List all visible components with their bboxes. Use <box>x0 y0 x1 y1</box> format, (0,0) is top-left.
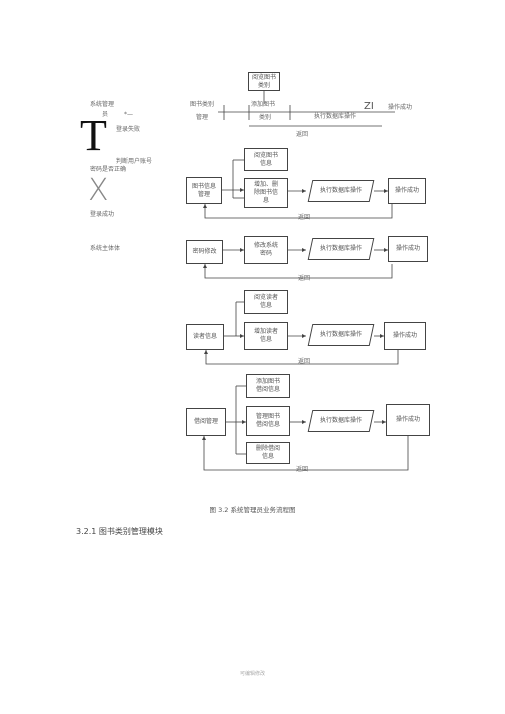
borrow-left-text: 借阅管理 <box>193 418 218 425</box>
sys-main-label: 系统主体体 <box>90 245 121 252</box>
pwd-exec-db-parallelogram: 执行数据库操作 <box>307 238 375 260</box>
query-category-line2: 类别 <box>257 81 270 89</box>
password-modify-box: 密码修改 <box>186 240 223 264</box>
book-back-label: 返回 <box>298 214 311 221</box>
login-ok-label: 登录成功 <box>90 211 115 218</box>
page-footer: 可编辑修改 <box>239 671 265 677</box>
borrow-exec-line2: 库操作 <box>344 417 363 424</box>
back-label-top: 返回 <box>296 131 309 138</box>
book-success-text: 操作成功 <box>394 187 419 194</box>
borrow-success-box: 操作成功 <box>386 404 430 436</box>
query-category-box: 阅览图书类别 <box>248 72 280 91</box>
pwd-success-text: 操作成功 <box>395 245 420 252</box>
large-letter-x: X <box>88 173 109 208</box>
book-success-box: 操作成功 <box>388 178 426 204</box>
borrow-mgmt-box: 借阅管理 <box>186 408 226 436</box>
modify-sys-pwd-box: 修改系统密码 <box>244 236 288 264</box>
add-reader-line1: 增加读者 <box>253 328 278 335</box>
reader-exec-line2: 库操作 <box>344 331 363 338</box>
figure-caption: 图 3.2 系统管理员业务流程图 <box>209 506 296 514</box>
add-reader-box: 增加读者信息 <box>244 322 288 350</box>
pwd-modify-line1: 修改系统 <box>253 242 278 249</box>
book-info-mgmt-box: 图书信息管理 <box>186 177 222 204</box>
borrow-exec-line1: 执行数据 <box>319 417 344 424</box>
book-info-line1: 图书信息 <box>191 182 216 190</box>
query-reader-box: 阅览读者信息 <box>244 290 288 314</box>
borrow-success-text: 操作成功 <box>395 416 420 423</box>
manage-borrow-box: 管理图书借阅信息 <box>246 406 290 436</box>
exec-db-garbled: ZI <box>364 101 374 112</box>
add-del-line2: 除图书信 <box>253 189 278 196</box>
book-exec-line1: 执行数据 <box>319 187 344 194</box>
query-category-line1: 阅览图书 <box>251 73 276 81</box>
check-user-label: 判断用户账号 <box>116 158 153 165</box>
manage-borrow-line1: 管理图书 <box>255 413 280 420</box>
reader-exec-db-parallelogram: 执行数据库操作 <box>307 324 375 346</box>
book-exec-db-parallelogram: 执行数据库操作 <box>307 180 375 202</box>
reader-back-label: 返回 <box>298 358 311 365</box>
borrow-exec-db-parallelogram: 执行数据库操作 <box>307 410 375 432</box>
add-del-line3: 息 <box>262 197 269 204</box>
large-letter-t: T <box>80 111 107 160</box>
add-reader-line2: 信息 <box>259 336 272 343</box>
reader-info-box: 读者信息 <box>186 324 224 350</box>
query-reader-line1: 阅览读者 <box>253 294 278 301</box>
reader-left-text: 读者信息 <box>192 333 217 340</box>
reader-success-box: 操作成功 <box>384 322 426 350</box>
sys-admin-label-1: 系统管理 <box>90 101 115 108</box>
pwd-left-text: 密码修改 <box>192 248 217 255</box>
query-book-line1: 阅览图书 <box>253 151 278 159</box>
delete-borrow-line2: 信息 <box>261 453 274 460</box>
success-label-top: 操作成功 <box>388 104 413 111</box>
section-heading: 3.2.1 图书类别管理模块 <box>76 527 163 536</box>
borrow-back-label: 返回 <box>296 466 309 473</box>
add-category-label-2: 类别 <box>259 114 272 121</box>
category-mgmt-label-2: 管理 <box>196 114 209 121</box>
check-pwd-label: 密码是否正确 <box>90 166 127 173</box>
exec-db-label-top: 执行数据库操作 <box>314 113 357 120</box>
manage-borrow-line2: 借阅信息 <box>255 421 280 428</box>
add-borrow-line2: 借阅信息 <box>255 386 280 393</box>
dash-mark: *— <box>124 111 133 118</box>
pwd-exec-line2: 库操作 <box>344 245 363 252</box>
query-book-info-box: 阅览图书信息 <box>244 148 288 171</box>
delete-borrow-box: 删除借阅信息 <box>246 442 290 464</box>
book-info-line2: 管理 <box>197 190 210 198</box>
pwd-exec-line1: 执行数据 <box>319 245 344 252</box>
add-delete-book-box: 增加、删除图书信息 <box>244 178 288 208</box>
reader-exec-line1: 执行数据 <box>319 331 344 338</box>
add-category-label-1: 添加图书 <box>251 101 276 108</box>
delete-borrow-line1: 删除借阅 <box>255 445 280 452</box>
query-reader-line2: 信息 <box>259 302 272 309</box>
book-exec-line2: 库操作 <box>344 187 363 194</box>
add-del-line1: 增加、删 <box>253 181 278 188</box>
pwd-back-label: 返回 <box>298 275 311 282</box>
add-borrow-box: 添加图书借阅信息 <box>246 374 290 398</box>
pwd-success-box: 操作成功 <box>388 236 428 262</box>
sys-admin-label-2: 员 <box>102 111 109 118</box>
add-borrow-line1: 添加图书 <box>255 378 280 385</box>
query-book-line2: 信息 <box>259 159 272 167</box>
reader-success-text: 操作成功 <box>392 332 417 339</box>
pwd-modify-line2: 密码 <box>259 250 272 257</box>
login-fail-label: 登录失败 <box>116 126 141 133</box>
category-mgmt-label-1: 图书类别 <box>190 101 215 108</box>
